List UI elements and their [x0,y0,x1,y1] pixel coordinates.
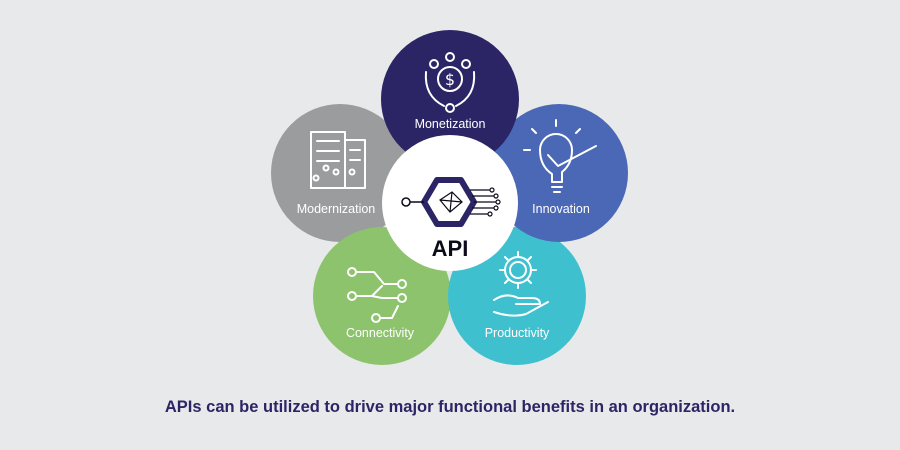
center-api: API [382,135,518,271]
svg-text:$: $ [445,70,455,89]
lightbulb-check-icon [523,119,597,193]
api-benefits-diagram: Modernization Connectivity Productivity [271,30,628,365]
petal-innovation-circle [490,104,628,242]
petal-modernization-label: Modernization [297,202,376,216]
center-api-circle [382,135,518,271]
petal-innovation-label: Innovation [532,202,590,216]
petal-productivity-label: Productivity [485,326,550,340]
center-api-label: API [432,236,469,261]
building-circuit-icon [310,131,366,189]
circuit-nodes-icon [347,267,407,323]
petal-connectivity-label: Connectivity [346,326,415,340]
money-cycle-icon: $ [424,52,476,113]
petal-innovation: Innovation [490,104,628,242]
gear-hand-icon [493,251,549,317]
petal-modernization: Modernization [271,104,409,242]
petal-modernization-circle [271,104,409,242]
petal-monetization: $ Monetization [381,30,519,168]
api-hexagon-icon [401,177,501,227]
diagram-caption: APIs can be utilized to drive major func… [164,398,736,416]
petal-monetization-circle [381,30,519,168]
petal-monetization-label: Monetization [415,117,486,131]
